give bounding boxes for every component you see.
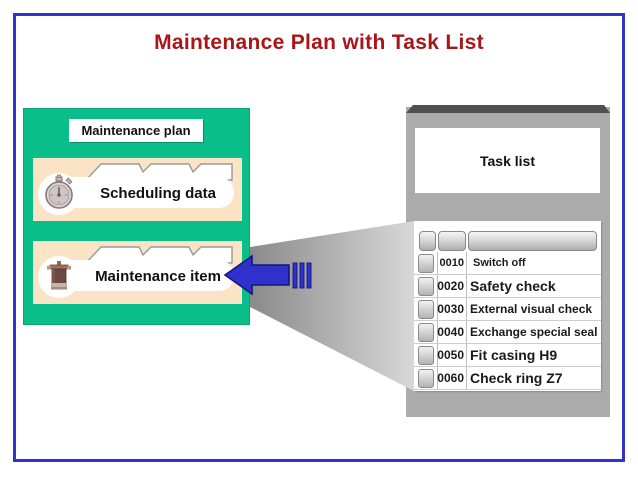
row-select-button[interactable] xyxy=(418,368,434,388)
operation-number: 0050 xyxy=(437,348,464,362)
scheduling-data-box: Scheduling data xyxy=(33,158,242,221)
row-select-button[interactable] xyxy=(418,299,434,319)
task-list-table: 0010 Switch off 0020 Safety check 0030 E… xyxy=(414,221,601,391)
table-header-operation-column[interactable] xyxy=(438,231,466,251)
scheduling-data-label: Scheduling data xyxy=(100,184,216,202)
stopwatch-icon xyxy=(45,174,73,209)
maintenance-plan-label: Maintenance plan xyxy=(69,119,203,142)
operation-number: 0020 xyxy=(437,279,464,293)
column-divider xyxy=(437,252,438,390)
row-select-button[interactable] xyxy=(418,253,434,273)
operation-description: Safety check xyxy=(470,278,556,294)
operation-number: 0060 xyxy=(437,371,464,385)
operation-description: Exchange special seal xyxy=(470,325,598,339)
operation-number: 0040 xyxy=(437,325,464,339)
table-row: 0060 Check ring Z7 xyxy=(414,367,601,390)
item-pill xyxy=(57,260,234,291)
operation-description: Fit casing H9 xyxy=(470,347,558,363)
slide-border xyxy=(13,13,625,462)
operation-description: Switch off xyxy=(473,257,526,269)
task-list-title: Task list xyxy=(415,128,600,193)
row-select-button[interactable] xyxy=(418,276,434,296)
row-select-button[interactable] xyxy=(418,322,434,342)
column-divider xyxy=(466,252,467,390)
operation-number: 0010 xyxy=(439,257,464,269)
table-header-button[interactable] xyxy=(419,231,436,251)
table-row: 0050 Fit casing H9 xyxy=(414,344,601,367)
stacked-pages-shape xyxy=(84,163,233,181)
arrow-left-icon xyxy=(223,254,312,296)
item-pill xyxy=(57,177,234,208)
task-rows: 0010 Switch off 0020 Safety check 0030 E… xyxy=(414,252,601,390)
operation-description: External visual check xyxy=(470,302,593,316)
operation-description: Check ring Z7 xyxy=(470,370,563,386)
panel-top-bevel xyxy=(406,105,610,113)
scheduling-data-shape xyxy=(38,163,234,215)
slide-title: Maintenance Plan with Task List xyxy=(154,31,484,54)
row-select-button[interactable] xyxy=(418,345,434,365)
table-header-description-column[interactable] xyxy=(468,231,597,251)
table-row: 0010 Switch off xyxy=(414,252,601,275)
maintenance-item-box: Maintenance item xyxy=(33,241,242,304)
operation-number: 0030 xyxy=(437,302,464,316)
maintenance-item-shape xyxy=(38,246,234,298)
table-row: 0020 Safety check xyxy=(414,275,601,298)
maintenance-item-label: Maintenance item xyxy=(95,267,221,285)
table-row: 0040 Exchange special seal xyxy=(414,321,601,344)
maintenance-plan-panel: Maintenance plan xyxy=(23,108,250,325)
stacked-pages-shape xyxy=(84,246,233,264)
pump-icon xyxy=(47,261,71,290)
table-row: 0030 External visual check xyxy=(414,298,601,321)
